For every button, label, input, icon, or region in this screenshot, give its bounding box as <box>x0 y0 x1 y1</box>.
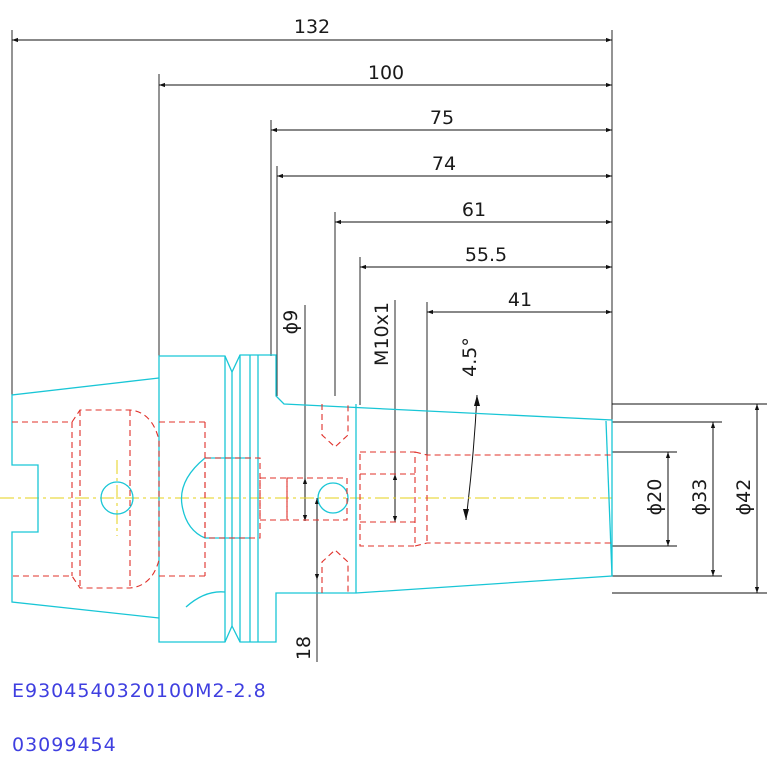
dim-thread-label: M10x1 <box>371 302 393 366</box>
keyway-arc <box>180 457 206 539</box>
coolant-chamber-hidden <box>204 457 261 539</box>
shank-bore-hidden <box>12 409 160 589</box>
cross-hole-circle <box>317 482 349 514</box>
dim-75-label: 75 <box>430 107 454 129</box>
taper-arrow-top <box>474 395 480 406</box>
lower-slot-arc <box>185 591 226 608</box>
coolant-bore-hidden <box>259 477 288 521</box>
shank-hole-circle <box>100 481 134 515</box>
length-dimensions: 132 100 75 74 61 55.5 41 <box>11 16 613 455</box>
dim-dia20-label: ϕ20 <box>644 479 666 516</box>
dim-dia33-label: ϕ33 <box>689 479 711 516</box>
dim-taper-label: 4.5° <box>459 337 481 377</box>
thread-hidden <box>359 451 416 547</box>
dim-61-label: 61 <box>462 199 486 221</box>
set-screw-top-hidden <box>321 404 349 448</box>
dim-55-5-label: 55.5 <box>465 244 507 266</box>
main-bore-hidden <box>414 451 612 547</box>
dim-74-label: 74 <box>432 153 456 175</box>
dim-41-label: 41 <box>508 289 532 311</box>
dim-132-label: 132 <box>294 16 330 38</box>
article-number: 03099454 <box>12 734 117 756</box>
set-screw-bottom-hidden <box>321 549 349 593</box>
diameter-dimensions: ϕ42 ϕ33 ϕ20 <box>612 403 767 594</box>
dim-dia9-label: ϕ9 <box>280 310 302 335</box>
through-bore-hidden <box>286 477 348 521</box>
dim-dia42-label: ϕ42 <box>733 479 755 516</box>
dim-100-label: 100 <box>368 62 404 84</box>
taper-arrow-bottom <box>463 509 469 520</box>
hidden-lines <box>12 404 612 593</box>
part-number: E9304540320100M2-2.8 <box>12 680 267 702</box>
feature-dimensions: ϕ9 M10x1 4.5° 18 <box>280 300 481 662</box>
dim-18-label: 18 <box>293 636 315 660</box>
shank-outline <box>11 377 160 619</box>
dim-arc-taper <box>465 394 478 521</box>
holder-outline <box>11 354 613 643</box>
nose-chamfer <box>605 420 613 577</box>
